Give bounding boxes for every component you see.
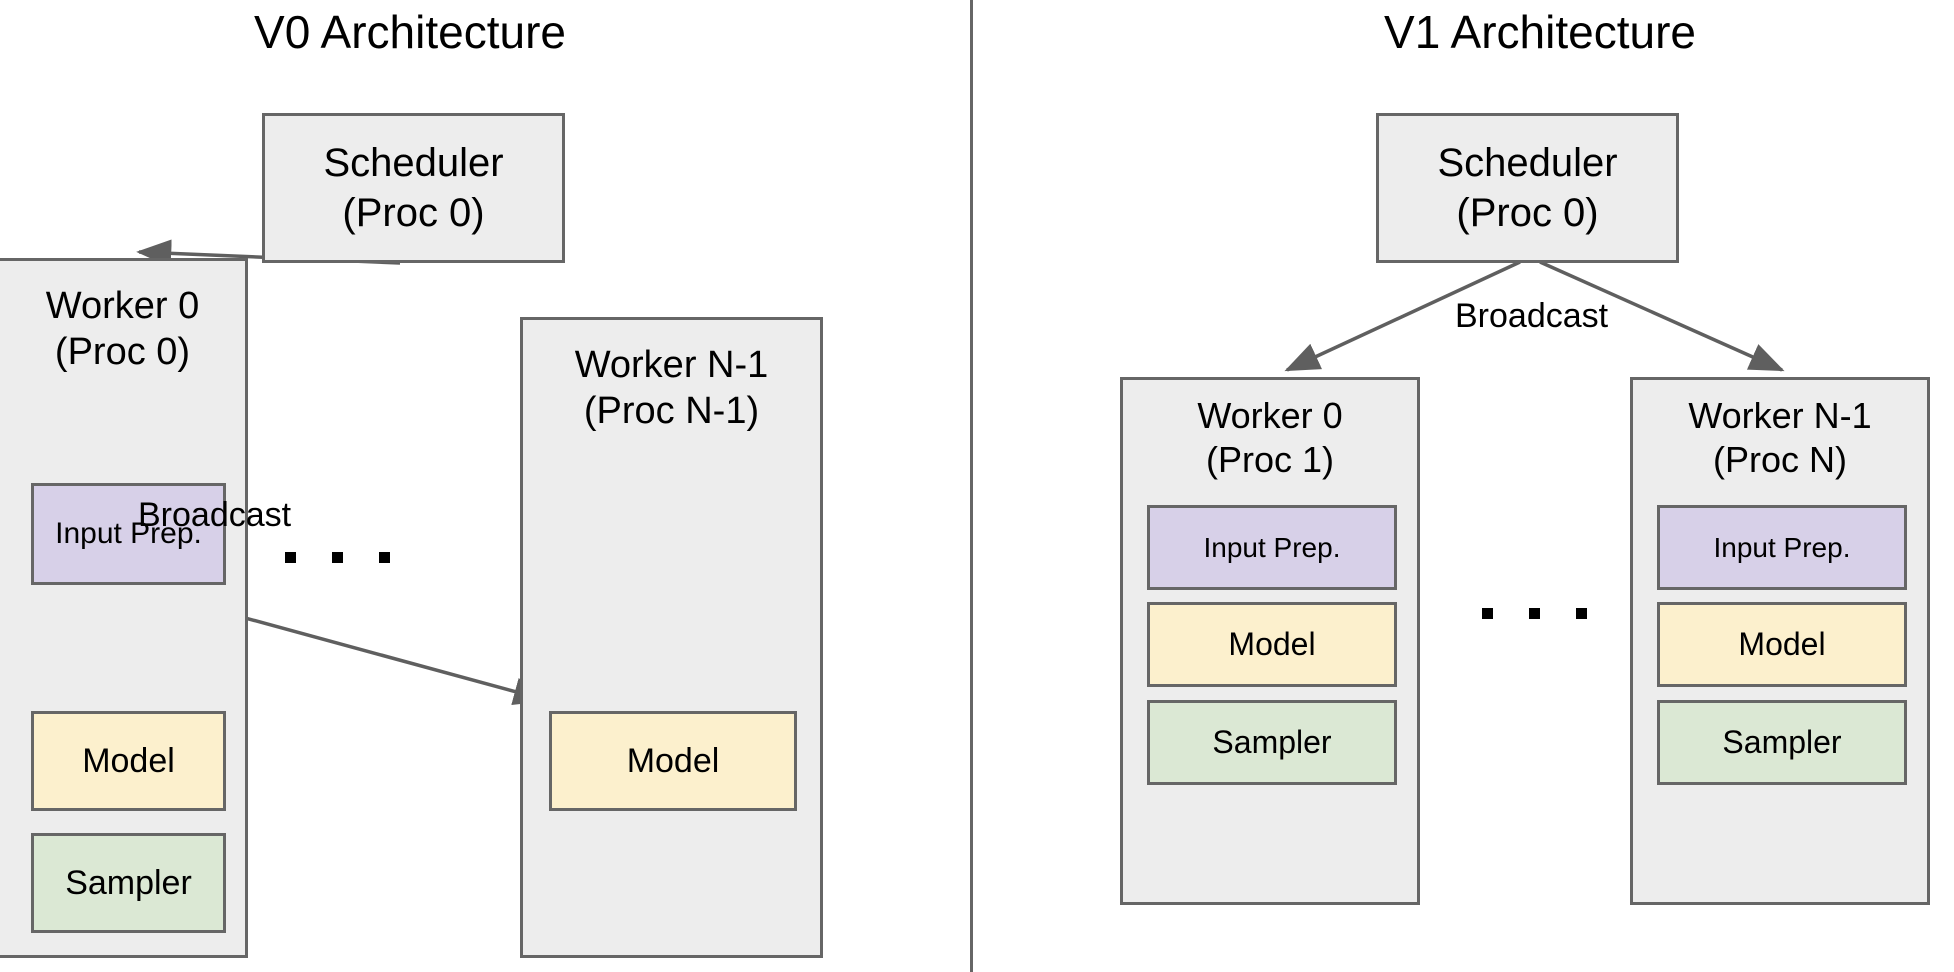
v1-worker-0-model-box[interactable]: Model [1147, 602, 1397, 687]
v1-scheduler-box[interactable]: Scheduler (Proc 0) [1376, 113, 1679, 263]
v0-broadcast-label: Broadcast [138, 496, 292, 534]
v0-worker-0-model-label: Model [82, 741, 175, 780]
v0-worker-0-input-prep-label: Input Prep. [55, 517, 202, 550]
v0-ellipsis-dot-2 [332, 552, 343, 563]
v1-worker-0-sampler-box[interactable]: Sampler [1147, 700, 1397, 785]
v0-worker-0-sampler-label: Sampler [65, 863, 192, 902]
v1-worker-0-title: Worker 0 (Proc 1) [1123, 394, 1417, 482]
v1-ellipsis-dot-3 [1576, 608, 1587, 619]
v1-broadcast-label: Broadcast [1455, 297, 1609, 335]
v1-worker-0-model-label: Model [1228, 626, 1316, 662]
v0-worker-0-proc: (Proc 0) [54, 331, 191, 373]
v0-worker-n-1-container[interactable]: Worker N-1 (Proc N-1) Model [520, 317, 823, 958]
v1-scheduler-line2: (Proc 0) [1456, 191, 1599, 235]
v1-worker-n-1-proc: (Proc N) [1713, 439, 1847, 480]
v1-ellipsis-dot-1 [1482, 608, 1493, 619]
v1-worker-n-1-sampler-label: Sampler [1722, 724, 1842, 760]
v1-worker-0-input-prep-box[interactable]: Input Prep. [1147, 505, 1397, 590]
v0-ellipsis-dot-1 [285, 552, 296, 563]
v1-worker-0-sampler-label: Sampler [1212, 724, 1332, 760]
v1-ellipsis-dot-2 [1529, 608, 1540, 619]
v1-worker-0-proc: (Proc 1) [1205, 439, 1335, 480]
v1-ellipsis [1482, 608, 1587, 619]
v0-worker-0-input-prep-box[interactable]: Input Prep. [31, 483, 226, 585]
v0-panel-title: V0 Architecture [254, 6, 566, 58]
v1-worker-0-label: Worker 0 [1197, 395, 1343, 436]
v1-worker-n-1-label: Worker N-1 [1688, 395, 1872, 436]
v0-ellipsis [285, 552, 390, 563]
panel-divider [970, 0, 973, 972]
v0-worker-n-1-label: Worker N-1 [574, 344, 769, 386]
v1-worker-n-1-container[interactable]: Worker N-1 (Proc N) Input Prep. Model Sa… [1630, 377, 1930, 905]
v0-scheduler-line2: (Proc 0) [342, 191, 485, 235]
v0-ellipsis-dot-3 [379, 552, 390, 563]
v0-worker-n-1-title: Worker N-1 (Proc N-1) [523, 342, 820, 434]
v1-panel-title: V1 Architecture [1384, 6, 1696, 58]
v1-worker-n-1-sampler-box[interactable]: Sampler [1657, 700, 1907, 785]
v0-worker-0-model-box[interactable]: Model [31, 711, 226, 811]
v0-worker-n-1-model-label: Model [626, 741, 720, 780]
v0-worker-0-sampler-box[interactable]: Sampler [31, 833, 226, 933]
v1-worker-0-container[interactable]: Worker 0 (Proc 1) Input Prep. Model Samp… [1120, 377, 1420, 905]
v1-worker-n-1-title: Worker N-1 (Proc N) [1633, 394, 1927, 482]
v1-worker-n-1-model-box[interactable]: Model [1657, 602, 1907, 687]
v0-worker-0-title: Worker 0 (Proc 0) [0, 283, 245, 375]
v1-worker-0-input-prep-label: Input Prep. [1203, 531, 1341, 563]
v0-scheduler-line1: Scheduler [323, 141, 504, 185]
v1-worker-n-1-input-prep-box[interactable]: Input Prep. [1657, 505, 1907, 590]
v1-worker-n-1-input-prep-label: Input Prep. [1713, 531, 1851, 563]
v0-worker-n-1-proc: (Proc N-1) [583, 390, 760, 432]
v0-worker-0-container[interactable]: Worker 0 (Proc 0) Input Prep. Model Samp… [0, 258, 248, 958]
v1-worker-n-1-model-label: Model [1738, 626, 1826, 662]
v1-scheduler-line1: Scheduler [1437, 141, 1618, 185]
v0-worker-0-label: Worker 0 [45, 285, 200, 327]
v0-scheduler-box[interactable]: Scheduler (Proc 0) [262, 113, 565, 263]
v0-worker-n-1-model-box[interactable]: Model [549, 711, 797, 811]
